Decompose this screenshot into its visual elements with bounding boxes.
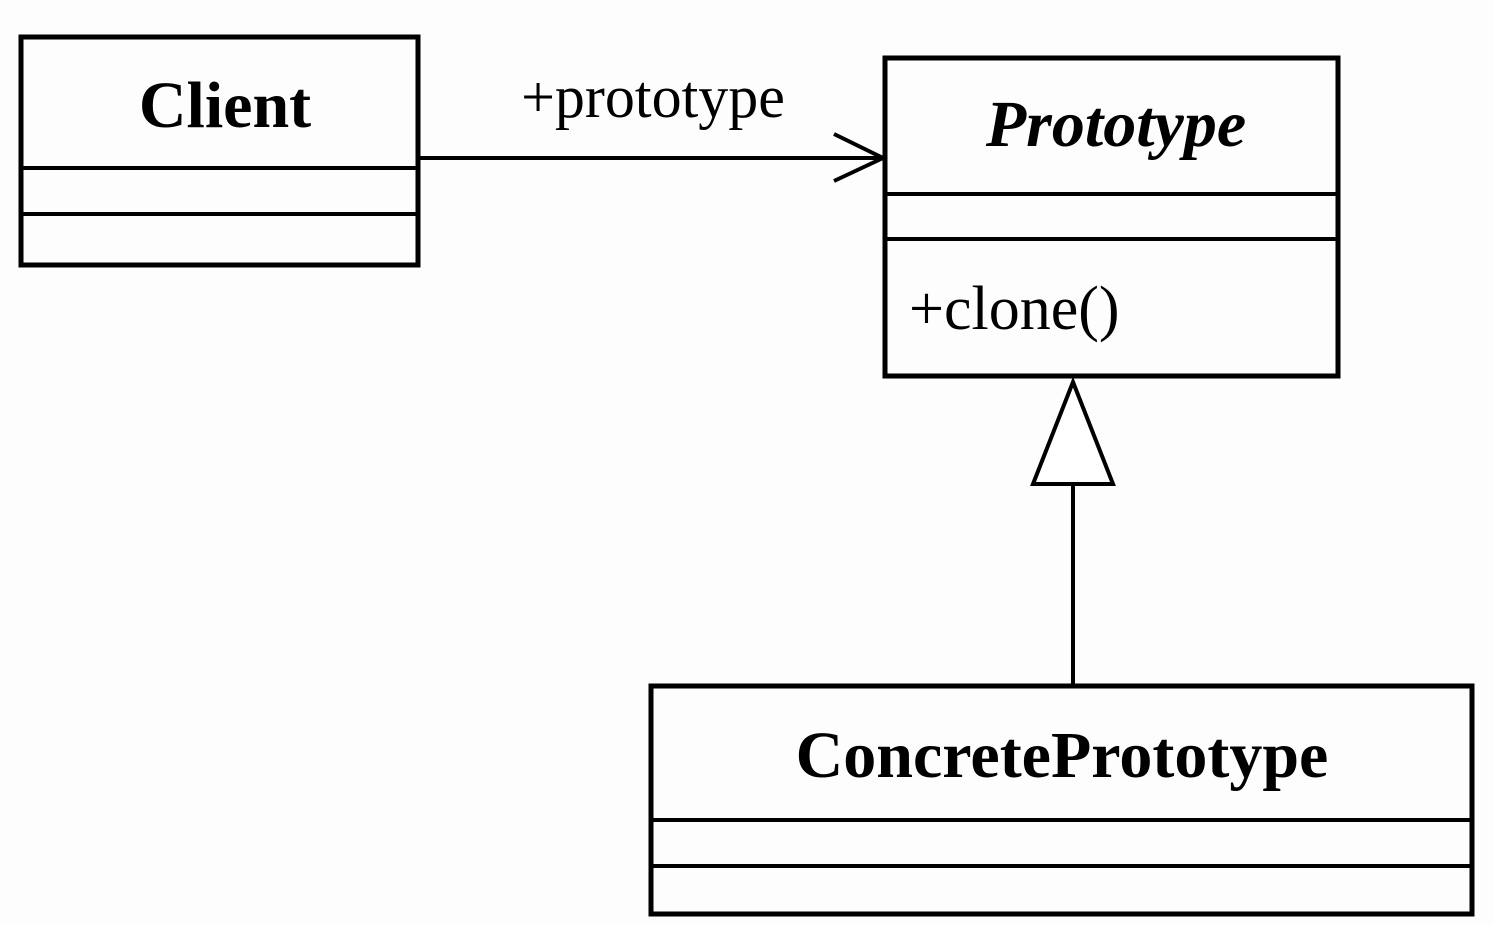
prototype-box	[882, 55, 1341, 379]
class-prototype[interactable]: Prototype +clone()	[882, 55, 1341, 379]
class-concrete-prototype[interactable]: ConcretePrototype	[648, 683, 1475, 917]
hollow-triangle-arrowhead-icon	[1030, 376, 1116, 486]
concrete-prototype-class-name: ConcretePrototype	[796, 719, 1329, 792]
concrete-prototype-box	[648, 683, 1475, 917]
prototype-operation-clone: +clone()	[909, 275, 1120, 343]
association-role-label: +prototype	[521, 64, 785, 130]
client-class-name: Client	[139, 69, 311, 142]
association-client-prototype[interactable]: +prototype	[418, 64, 888, 183]
class-client[interactable]: Client	[18, 34, 421, 268]
open-arrowhead-icon	[833, 132, 888, 183]
generalization-concrete-to-prototype[interactable]	[1030, 376, 1116, 686]
client-box	[18, 34, 421, 268]
prototype-class-name: Prototype	[985, 88, 1246, 161]
